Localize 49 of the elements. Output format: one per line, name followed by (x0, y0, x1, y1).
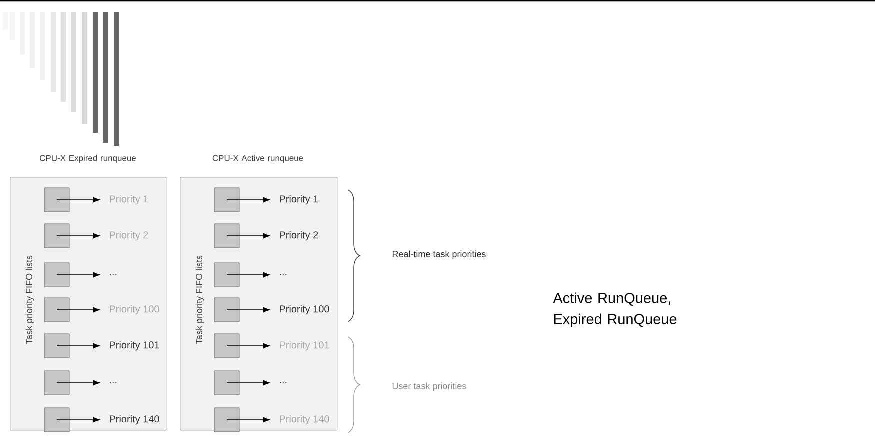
vertical-label: Task priority FIFO lists (26, 256, 34, 344)
arrow (226, 343, 270, 349)
priority-label: Priority 140 (110, 415, 160, 425)
arrow (56, 417, 100, 423)
priority-label: Priority 1 (280, 195, 318, 205)
priority-label: ... (280, 274, 287, 276)
brace-label: Real-time task priorities (392, 250, 486, 260)
queue-box (214, 334, 240, 358)
queue-box (44, 262, 70, 288)
queue-box (44, 408, 70, 432)
arrow (226, 233, 270, 239)
arrow (56, 233, 100, 239)
arrow (226, 417, 270, 423)
queue-box (44, 224, 70, 248)
side-note: Active RunQueue, Expired RunQueue (553, 292, 677, 328)
queue-box (214, 224, 240, 248)
arrow (56, 272, 100, 278)
queue-box (44, 370, 70, 396)
priority-label: Priority 101 (280, 341, 330, 351)
arrow (56, 307, 100, 313)
priority-label: Priority 140 (280, 415, 330, 425)
priority-label: Priority 1 (110, 195, 148, 205)
priority-label: Priority 100 (110, 305, 160, 315)
priority-label: ... (280, 382, 287, 384)
arrow (226, 380, 270, 386)
panel-heading: CPU-X Active runqueue (212, 155, 304, 163)
arrow (226, 272, 270, 278)
priority-label: Priority 2 (110, 231, 148, 241)
queue-box (214, 370, 240, 396)
queue-box (214, 188, 240, 212)
queue-box (44, 188, 70, 212)
arrow (226, 307, 270, 313)
queue-box (44, 334, 70, 358)
arrow (56, 380, 100, 386)
priority-label: Priority 2 (280, 231, 318, 241)
queue-box (44, 298, 70, 322)
priority-label: Priority 101 (110, 341, 160, 351)
priority-label: ... (110, 274, 117, 276)
queue-box (214, 262, 240, 288)
arrow (226, 197, 270, 203)
priority-label: ... (110, 382, 117, 384)
arrow (56, 197, 100, 203)
brace-label: User task priorities (392, 382, 466, 392)
panel-heading: CPU-X Expired runqueue (40, 155, 136, 163)
queue-box (214, 408, 240, 432)
queue-box (214, 298, 240, 322)
priority-label: Priority 100 (280, 305, 330, 315)
arrow (56, 343, 100, 349)
vertical-label: Task priority FIFO lists (196, 256, 204, 344)
